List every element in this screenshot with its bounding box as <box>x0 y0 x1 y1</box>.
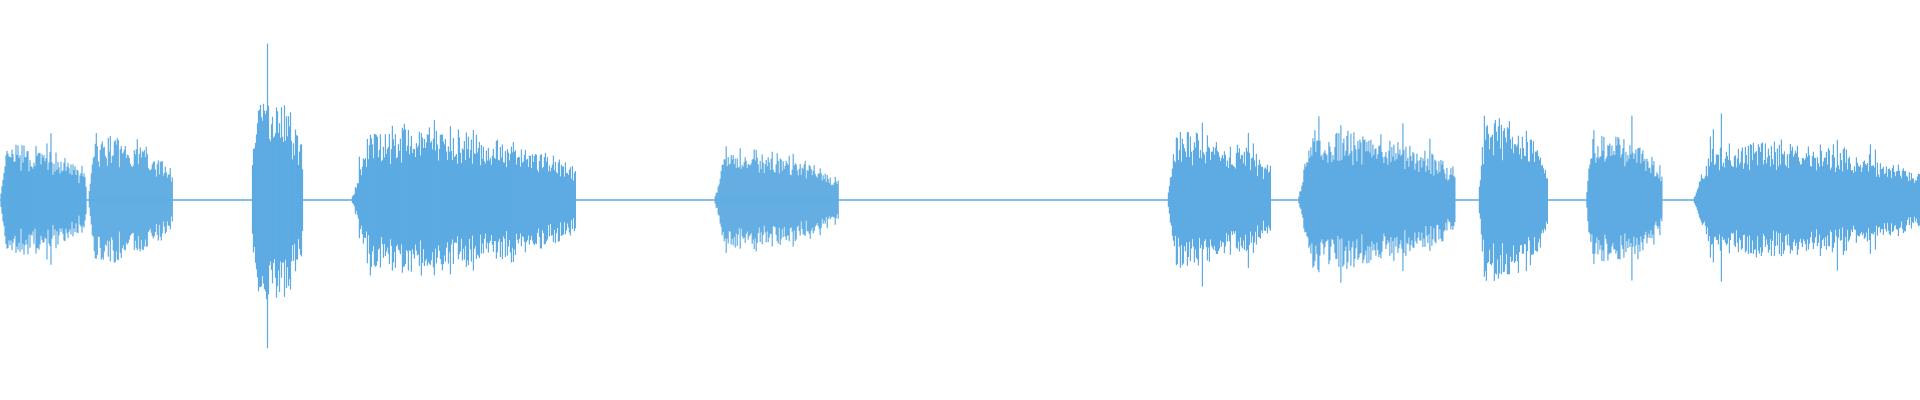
waveform-segment-2 <box>88 133 173 263</box>
waveform-segment-8 <box>1478 115 1549 281</box>
waveform-segment-5 <box>714 146 839 253</box>
waveform-segment-9 <box>1586 115 1663 281</box>
waveform-segment-1 <box>0 133 87 265</box>
waveform-segment-10 <box>1693 113 1920 282</box>
waveform-segment-6 <box>1167 122 1272 287</box>
waveform-segment-7 <box>1298 116 1456 283</box>
waveform-segment-4 <box>351 120 577 276</box>
waveform-segment-3 <box>251 43 304 349</box>
